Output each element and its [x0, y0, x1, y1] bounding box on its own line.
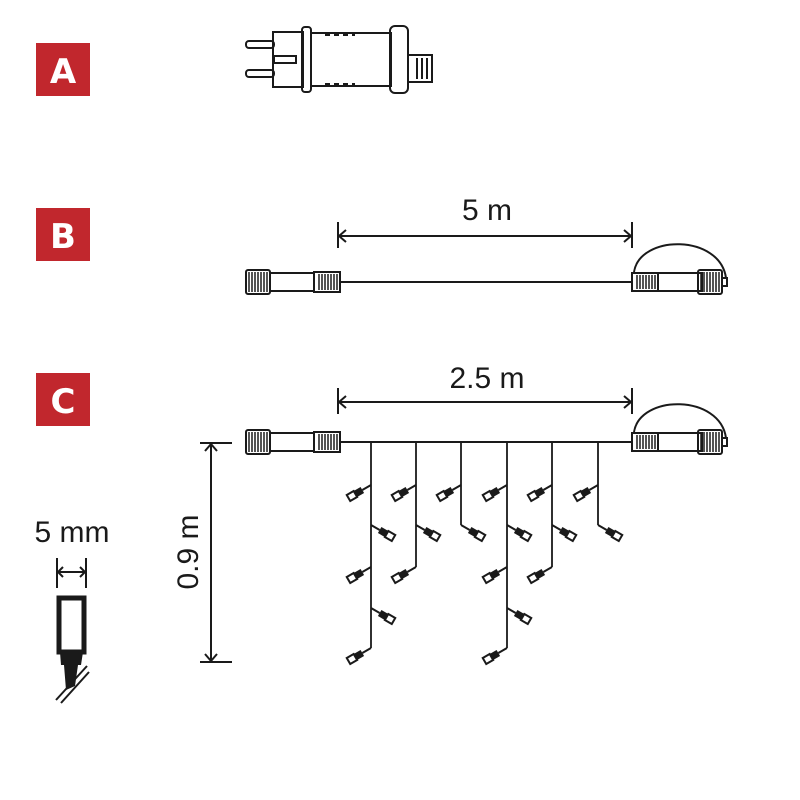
- input-connector-icon: [245, 269, 341, 295]
- drop-dimension: [200, 442, 232, 663]
- led-bulb-icon: [526, 484, 553, 503]
- badge-a-label: A: [50, 52, 77, 92]
- led-bulb-icon: [370, 607, 397, 626]
- drop-label: 0.9 m: [172, 514, 205, 589]
- end-connector-icon: [631, 403, 728, 455]
- led-bulb-icon: [345, 566, 372, 585]
- led-bulb-icon: [55, 595, 90, 704]
- badge-b: B: [36, 208, 90, 261]
- extension-cable-icon: [245, 243, 728, 295]
- led-bulb-icon: [345, 484, 372, 503]
- length-label-b: 5 m: [462, 194, 512, 227]
- led-bulb-icon: [370, 524, 397, 543]
- led-bulb-icon: [551, 524, 578, 543]
- led-bulb-icon: [597, 524, 624, 543]
- length-dimension-b: [337, 222, 633, 248]
- power-adapter-icon: [245, 25, 433, 94]
- led-bulb-icon: [415, 524, 442, 543]
- led-size-dimension: [56, 558, 87, 588]
- led-bulb-icon: [481, 566, 508, 585]
- led-bulb-icon: [526, 566, 553, 585]
- led-bulb-icon: [506, 524, 533, 543]
- led-bulb-icon: [572, 484, 599, 503]
- badge-b-label: B: [50, 217, 76, 257]
- led-bulb-icon: [345, 647, 372, 666]
- led-bulb-icon: [506, 607, 533, 626]
- led-bulb-icon: [481, 647, 508, 666]
- input-connector-icon: [245, 429, 341, 455]
- badge-a: A: [36, 43, 90, 96]
- led-bulb-icon: [390, 566, 417, 585]
- length-dimension-c: [337, 388, 633, 414]
- led-bulb-icon: [390, 484, 417, 503]
- icicle-light-string-icon: [245, 403, 728, 666]
- badge-c-label: C: [51, 382, 76, 422]
- led-size-label: 5 mm: [35, 516, 110, 549]
- badge-c: C: [36, 373, 90, 426]
- led-bulb-icon: [435, 484, 462, 503]
- end-connector-icon: [631, 243, 728, 295]
- length-label-c: 2.5 m: [449, 362, 524, 395]
- led-bulb-icon: [481, 484, 508, 503]
- led-bulb-icon: [460, 524, 487, 543]
